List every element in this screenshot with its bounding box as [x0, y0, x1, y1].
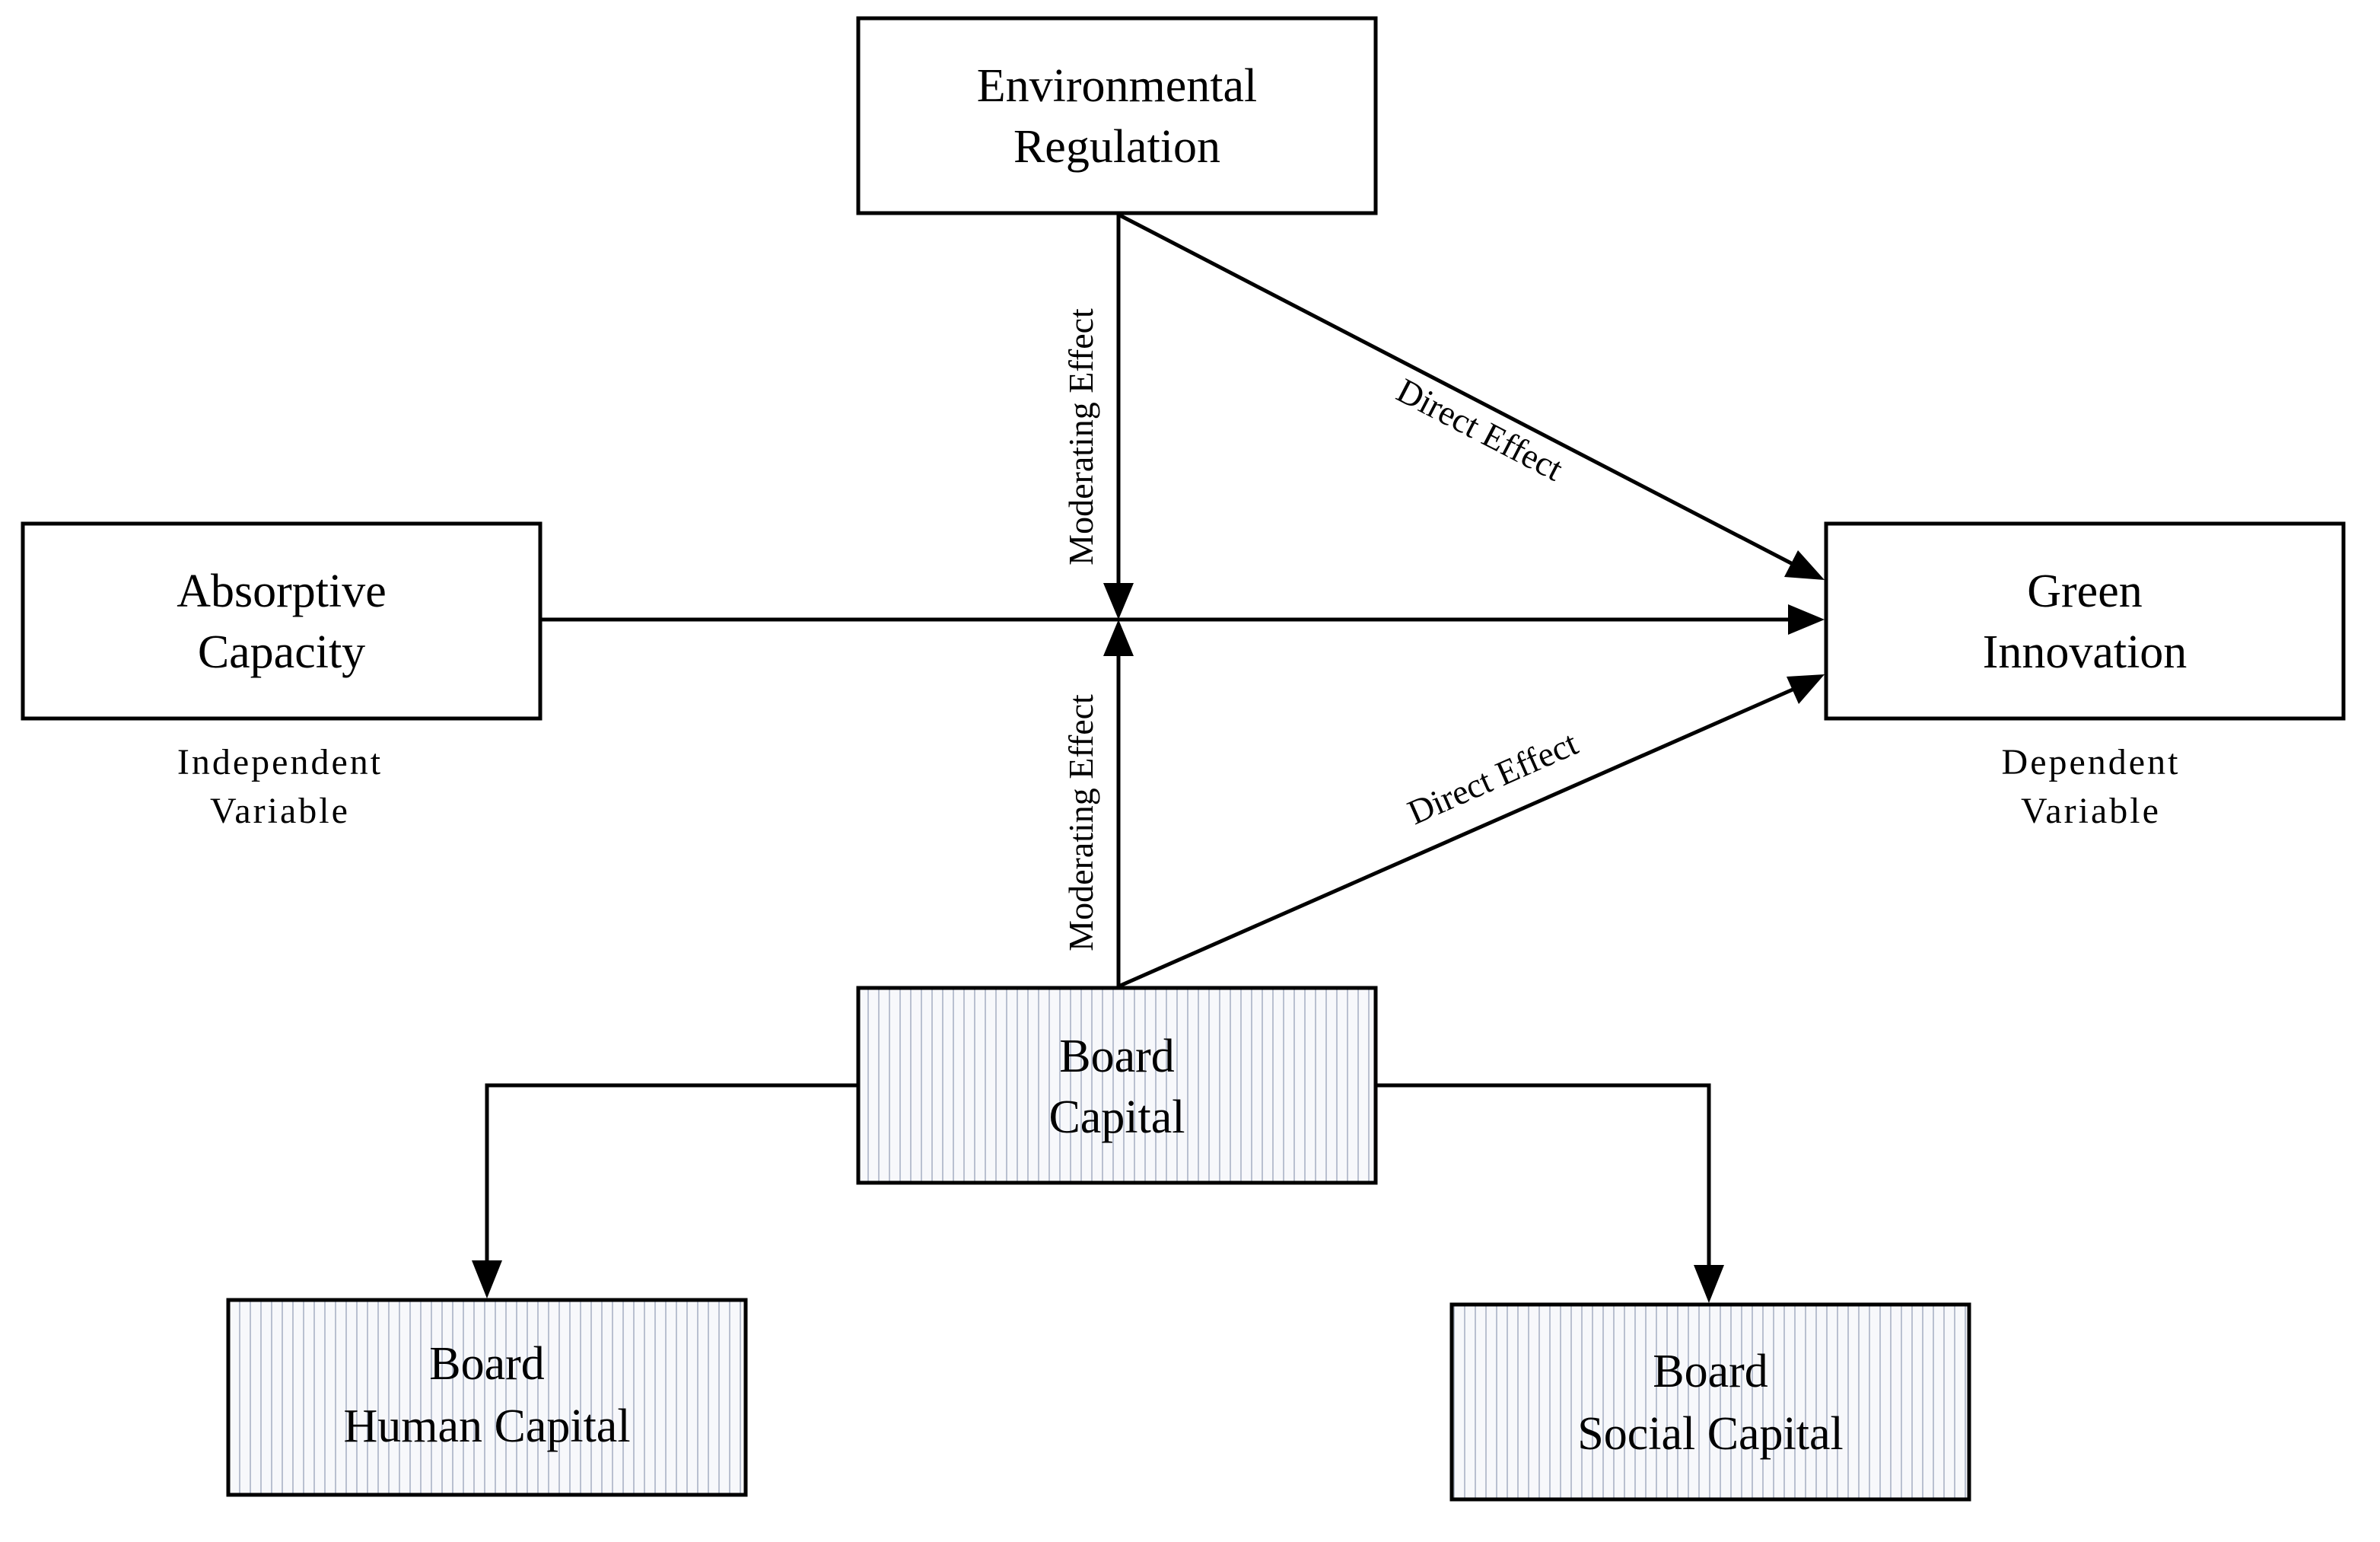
edge-label-moderating-bottom: Moderating Effect — [1061, 694, 1100, 951]
box-environmental-regulation: Environmental Regulation — [856, 16, 1378, 215]
direct-effect-arrowhead-bottom — [1787, 674, 1825, 704]
box-absorptive-capacity: Absorptive Capacity — [21, 521, 542, 721]
box-board-capital: Board Capital — [856, 986, 1378, 1185]
box-label-line: Social Capital — [1577, 1408, 1844, 1460]
direct-effect-arrowhead-top — [1784, 550, 1825, 580]
branch-arrowhead-human-capital — [472, 1260, 502, 1298]
branch-arrowhead-social-capital — [1694, 1265, 1724, 1303]
box-board-human-capital: Board Human Capital — [226, 1298, 748, 1497]
moderating-arrowhead-bottom — [1103, 620, 1134, 656]
edge-label-direct-top: Direct Effect — [1391, 371, 1570, 489]
box-label-line: Green — [2027, 566, 2142, 617]
caption-line: Independent — [177, 742, 383, 782]
box-board-social-capital: Board Social Capital — [1449, 1302, 1971, 1502]
box-label-line: Environmental — [977, 60, 1257, 112]
box-green-innovation: Green Innovation — [1824, 521, 2346, 721]
branch-arrow-human-capital — [485, 1083, 858, 1262]
caption-line: Variable — [210, 791, 350, 831]
edge-label-direct-bottom: Direct Effect — [1402, 723, 1583, 832]
box-label-line: Capital — [1048, 1091, 1185, 1143]
box-label-line: Regulation — [1013, 121, 1220, 173]
box-label-line: Innovation — [1983, 626, 2188, 678]
box-label-line: Capacity — [198, 626, 365, 678]
edge-label-moderating-top: Moderating Effect — [1061, 308, 1100, 566]
caption-dependent-variable: Dependent Variable — [2002, 742, 2181, 831]
caption-line: Dependent — [2002, 742, 2181, 782]
box-label-line: Absorptive — [177, 566, 387, 617]
caption-line: Variable — [2021, 791, 2161, 831]
direct-effect-arrow-bottom — [1117, 687, 1794, 989]
box-label-line: Board — [429, 1338, 545, 1390]
connectors — [472, 212, 1825, 1303]
main-effect-arrowhead — [1788, 604, 1825, 635]
caption-independent-variable: Independent Variable — [177, 742, 383, 831]
box-label-line: Human Capital — [343, 1400, 630, 1452]
direct-effect-arrow-top — [1117, 212, 1794, 566]
moderating-arrowhead-top — [1103, 583, 1134, 620]
branch-arrow-social-capital — [1376, 1083, 1711, 1266]
box-label-line: Board — [1653, 1346, 1768, 1397]
box-label-line: Board — [1059, 1031, 1175, 1082]
